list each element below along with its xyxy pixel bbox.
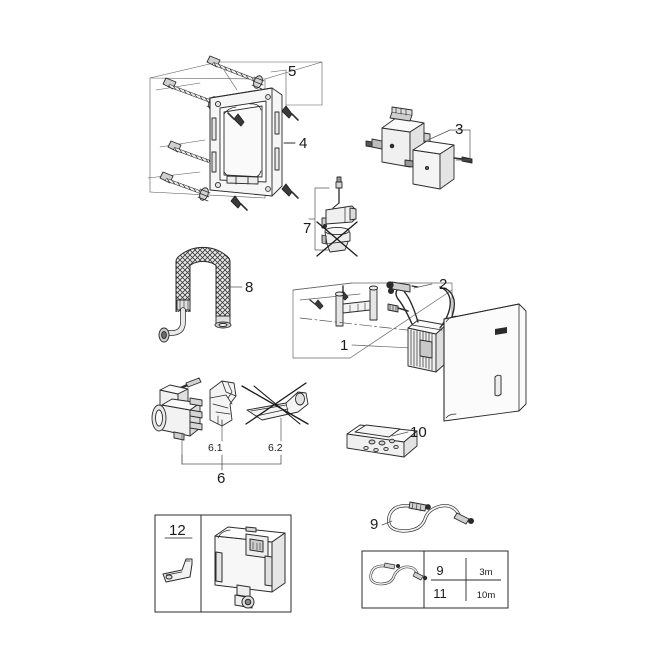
table-cell-ref-0: 9 <box>436 563 443 578</box>
callout-bracket-6 <box>181 454 282 471</box>
mounting-frame <box>209 87 283 197</box>
callout-label-7: 7 <box>303 220 311 237</box>
cover-plate <box>443 303 527 422</box>
callout-label-5: 5 <box>288 63 296 80</box>
callout-label-9: 9 <box>370 516 378 533</box>
wall-anchor <box>159 171 211 202</box>
callout-label-10: 10 <box>410 424 427 441</box>
table-cell-ref-1: 11 <box>433 586 447 601</box>
frame-screw <box>281 183 299 199</box>
valve-variant-6-2-obsolete <box>241 382 309 442</box>
power-adapter-box <box>404 140 473 190</box>
part-group-bracket <box>308 176 358 257</box>
cable-length-table <box>361 550 509 609</box>
part-group-valve-assembly <box>151 377 309 471</box>
part-group-electronics <box>292 281 527 422</box>
callout-label-8: 8 <box>245 279 253 296</box>
frame-screw <box>227 112 245 127</box>
bracket-lower-obsolete <box>316 221 358 257</box>
valve-stem <box>299 285 461 337</box>
box-12-label: 12 <box>169 522 186 539</box>
callout-label-1: 1 <box>340 337 348 354</box>
hook-tool <box>162 558 193 583</box>
valve-variant-6-1 <box>209 380 237 442</box>
part-group-flex-hose <box>158 246 243 343</box>
table-cell-length-1: 10m <box>477 590 496 601</box>
valve-body <box>151 377 203 465</box>
callout-label-6-1: 6.1 <box>208 442 223 454</box>
plane-screw <box>309 299 324 310</box>
electronics-module <box>407 319 447 373</box>
bracket-upper <box>321 176 357 229</box>
part-group-remote <box>346 424 418 458</box>
part-group-frame <box>147 55 323 211</box>
callout-label-3: 3 <box>455 121 463 138</box>
table-cell-length-0: 3m <box>479 567 492 578</box>
frame-screw <box>230 195 248 211</box>
table-cable-thumbnail <box>369 562 428 586</box>
callout-label-4: 4 <box>299 135 307 152</box>
wall-anchor <box>206 55 265 90</box>
part-group-power-supply <box>365 106 473 190</box>
box-item-12 <box>154 514 292 613</box>
callout-label-6-2: 6.2 <box>268 442 283 454</box>
wall-anchor <box>167 140 210 163</box>
hose-fitting-right <box>214 315 232 329</box>
callout-label-6: 6 <box>217 470 225 487</box>
callout-label-2: 2 <box>439 276 447 293</box>
connection-cable <box>381 501 475 533</box>
part-group-cable <box>381 501 475 533</box>
hose-fitting-left <box>158 299 191 343</box>
remote-control <box>346 424 418 458</box>
frame-screw <box>281 105 299 121</box>
concealed-cistern <box>214 526 286 609</box>
inline-connector <box>387 303 409 313</box>
transformer-box <box>365 106 431 168</box>
